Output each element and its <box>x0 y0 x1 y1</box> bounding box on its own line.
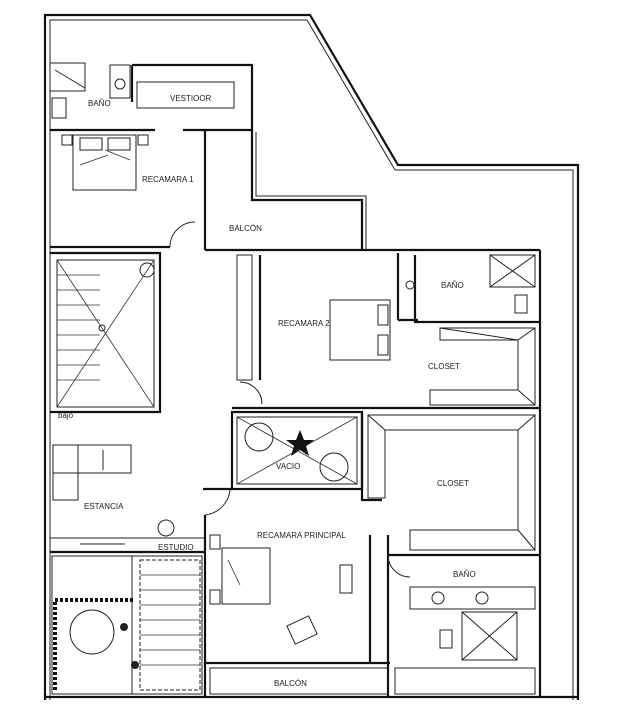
stairs <box>50 251 162 414</box>
label-recamara-2: RECAMARA 2 <box>278 319 330 328</box>
estancia-furniture <box>50 444 231 697</box>
label-vestidor: VESTIOOR <box>170 94 212 103</box>
bano-2-closet-walls <box>405 250 542 697</box>
label-bano-3: BAÑO <box>453 570 476 579</box>
bano-3-walls <box>388 553 540 695</box>
label-estudio: ESTUDIO <box>158 543 194 552</box>
vacio-void <box>203 410 364 491</box>
room-labels: BAÑO VESTIOOR RECAMARA 1 BALCÓN BAÑO REC… <box>58 94 476 688</box>
balcon-top-walls <box>205 132 540 252</box>
label-bano-1: BAÑO <box>88 99 111 108</box>
recamara-2-walls <box>232 253 540 410</box>
closet-2-walls <box>360 412 536 551</box>
recamara-1-walls <box>50 130 207 250</box>
recamara-principal-walls <box>205 534 411 697</box>
label-balcon-bottom: BALCÓN <box>274 679 307 688</box>
label-closet-2: CLOSET <box>437 479 469 488</box>
label-closet-1: CLOSET <box>428 362 460 371</box>
label-recamara-1: RECAMARA 1 <box>142 175 194 184</box>
label-bano-2: BAÑO <box>441 281 464 290</box>
bano-1-vestidor-walls <box>49 62 254 132</box>
label-balcon-top: BALCÓN <box>229 224 262 233</box>
label-recamara-principal: RECAMARA PRINCIPAL <box>257 531 346 540</box>
label-bajo: bajo <box>58 411 74 420</box>
label-estancia: ESTANCIA <box>84 502 124 511</box>
exterior-walls <box>43 13 580 700</box>
label-vacio: VACIO <box>276 462 300 471</box>
garden-terrace <box>51 555 203 695</box>
